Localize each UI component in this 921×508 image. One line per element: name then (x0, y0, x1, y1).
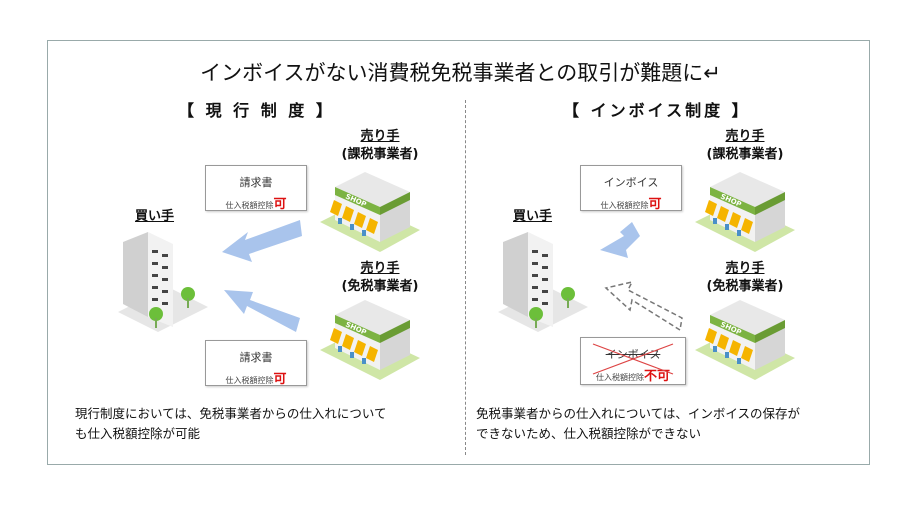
seller-role: 売り手 (725, 261, 765, 276)
doc-title: 請求書 (239, 176, 273, 189)
left-seller1-label: 売り手 (課税事業者) (330, 128, 430, 164)
doc-title: 請求書 (239, 351, 273, 364)
arrow-icon (222, 220, 302, 262)
caption-line: 現行制度においては、免税事業者からの仕入れについて (75, 406, 387, 421)
caption-line: も仕入税額控除が可能 (75, 426, 201, 441)
seller-role: 売り手 (360, 129, 400, 144)
left-caption: 現行制度においては、免税事業者からの仕入れについて も仕入税額控除が可能 (75, 404, 387, 444)
divider (465, 100, 466, 455)
right-caption: 免税事業者からの仕入れについては、インボイスの保存が できないため、仕入税額控除… (476, 404, 800, 444)
seller-type: (免税事業者) (341, 279, 419, 294)
seller-store-icon (320, 300, 420, 380)
seller-store-icon (320, 172, 420, 252)
diagram-title: インボイスがない消費税免税事業者との取引が難題に↵ (200, 61, 721, 85)
seller-store-icon (695, 172, 795, 252)
right-heading: 【 インボイス制度 】 (563, 101, 751, 120)
buyer-building-icon (118, 232, 208, 332)
doc-mark: 可 (273, 372, 287, 387)
seller-type: (課税事業者) (706, 147, 784, 162)
right-invoice-doc-2-rejected: インボイス 仕入税額控除不可 (580, 337, 686, 385)
caption-line: できないため、仕入税額控除ができない (476, 426, 702, 441)
doc-title: インボイス (605, 348, 661, 361)
frame (47, 40, 870, 465)
right-invoice-doc-1: インボイス 仕入税額控除可 (580, 165, 682, 212)
left-seller2-label: 売り手 (免税事業者) (330, 260, 430, 296)
seller-type: (免税事業者) (706, 279, 784, 294)
right-buyer-label: 買い手 (513, 209, 553, 224)
doc-title: インボイス (603, 176, 659, 189)
seller-role: 売り手 (360, 261, 400, 276)
buyer-building-icon (498, 232, 588, 332)
left-heading: 【 現 行 制 度 】 (178, 101, 335, 120)
doc-mark: 可 (648, 197, 662, 212)
seller-type: (課税事業者) (341, 147, 419, 162)
left-invoice-doc-2: 請求書 仕入税額控除可 (205, 340, 307, 387)
doc-note: 仕入税額控除 (225, 376, 274, 385)
doc-note: 仕入税額控除 (600, 201, 649, 210)
dashed-arrow-icon (604, 280, 683, 332)
seller-store-icon (695, 300, 795, 380)
arrow-icon (224, 290, 300, 332)
seller-role: 売り手 (725, 129, 765, 144)
doc-mark: 不可 (643, 369, 670, 384)
right-seller2-label: 売り手 (免税事業者) (695, 260, 795, 296)
left-buyer-label: 買い手 (135, 209, 175, 224)
arrow-icon (600, 222, 640, 258)
left-invoice-doc-1: 請求書 仕入税額控除可 (205, 165, 307, 212)
caption-line: 免税事業者からの仕入れについては、インボイスの保存が (476, 406, 801, 421)
cross-out-icon (592, 343, 674, 375)
doc-mark: 可 (273, 197, 287, 212)
doc-note: 仕入税額控除 (225, 201, 274, 210)
right-seller1-label: 売り手 (課税事業者) (695, 128, 795, 164)
doc-note: 仕入税額控除 (595, 373, 644, 382)
